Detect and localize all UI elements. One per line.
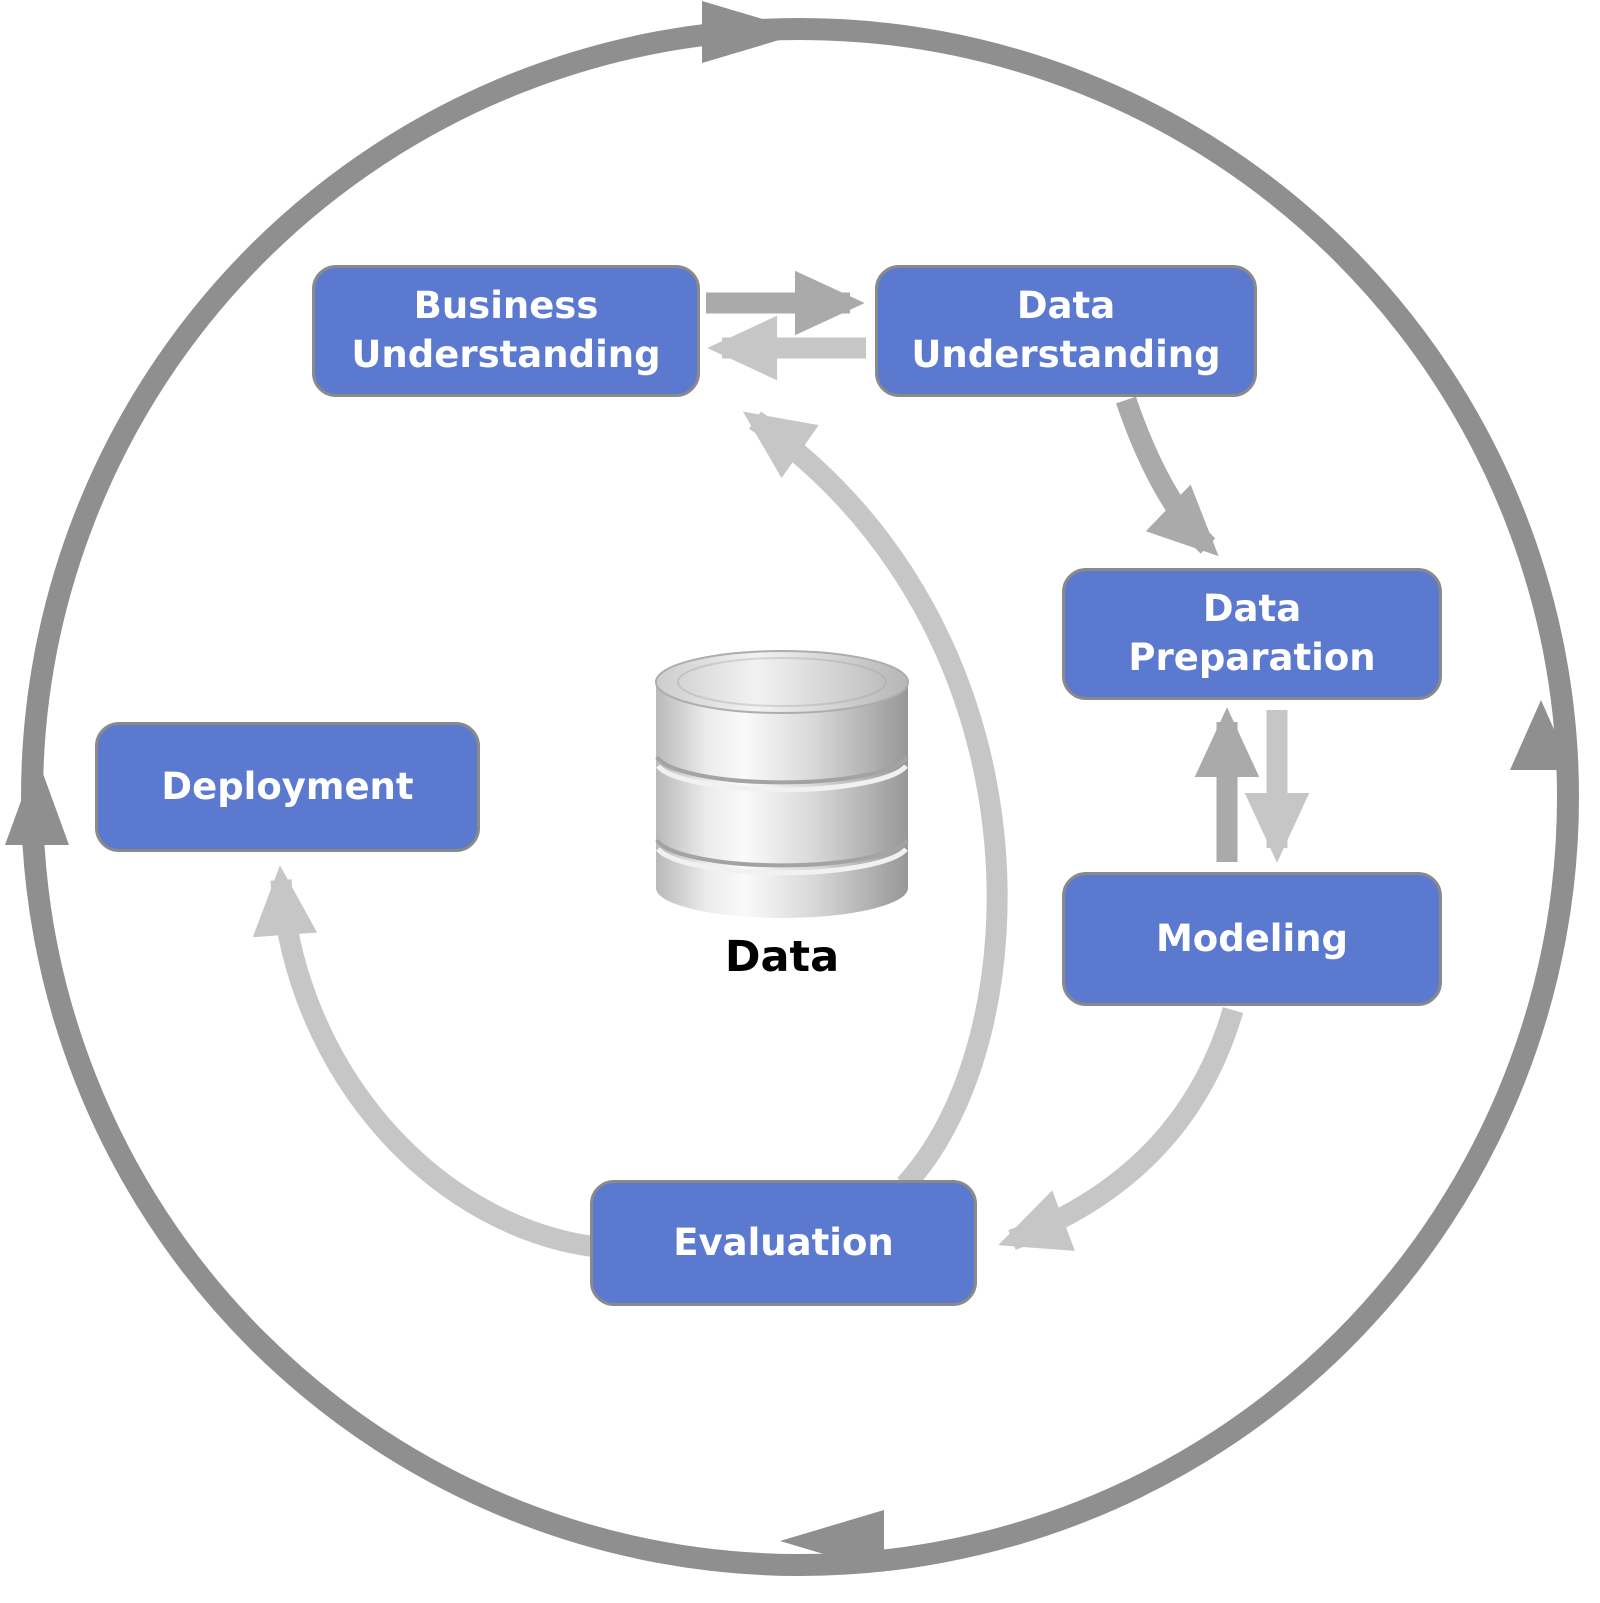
stage-box-data-understanding: Data Understanding xyxy=(875,265,1257,397)
stage-label: Business Understanding xyxy=(351,284,661,376)
outer-cycle-arrowhead-bottom xyxy=(780,1510,884,1572)
stage-box-deployment: Deployment xyxy=(95,722,480,852)
stage-label: Evaluation xyxy=(673,1220,894,1264)
flow-arrow-modeling-to-evaluation xyxy=(998,1007,1244,1251)
flow-arrow-evaluation-to-business-understanding xyxy=(742,411,1008,1193)
stage-box-business-understanding: Business Understanding xyxy=(312,265,700,397)
outer-cycle-arrowhead-left xyxy=(5,757,69,845)
stage-box-data-preparation: Data Preparation xyxy=(1062,568,1442,700)
stage-label: Modeling xyxy=(1155,916,1348,960)
data-label: Data xyxy=(724,932,840,982)
stage-label: Deployment xyxy=(161,764,414,808)
outer-cycle-arrowhead-top xyxy=(702,1,806,63)
outer-cycle-arrowhead-right xyxy=(1510,700,1572,770)
stage-box-evaluation: Evaluation xyxy=(590,1180,977,1306)
stage-label: Data Preparation xyxy=(1128,587,1376,679)
flow-arrow-data-understanding-to-data-preparation xyxy=(1116,396,1219,557)
database-icon xyxy=(655,650,909,918)
stage-box-modeling: Modeling xyxy=(1062,872,1442,1006)
flow-arrow-evaluation-to-deployment xyxy=(252,865,607,1259)
stage-label: Data Understanding xyxy=(911,284,1221,376)
